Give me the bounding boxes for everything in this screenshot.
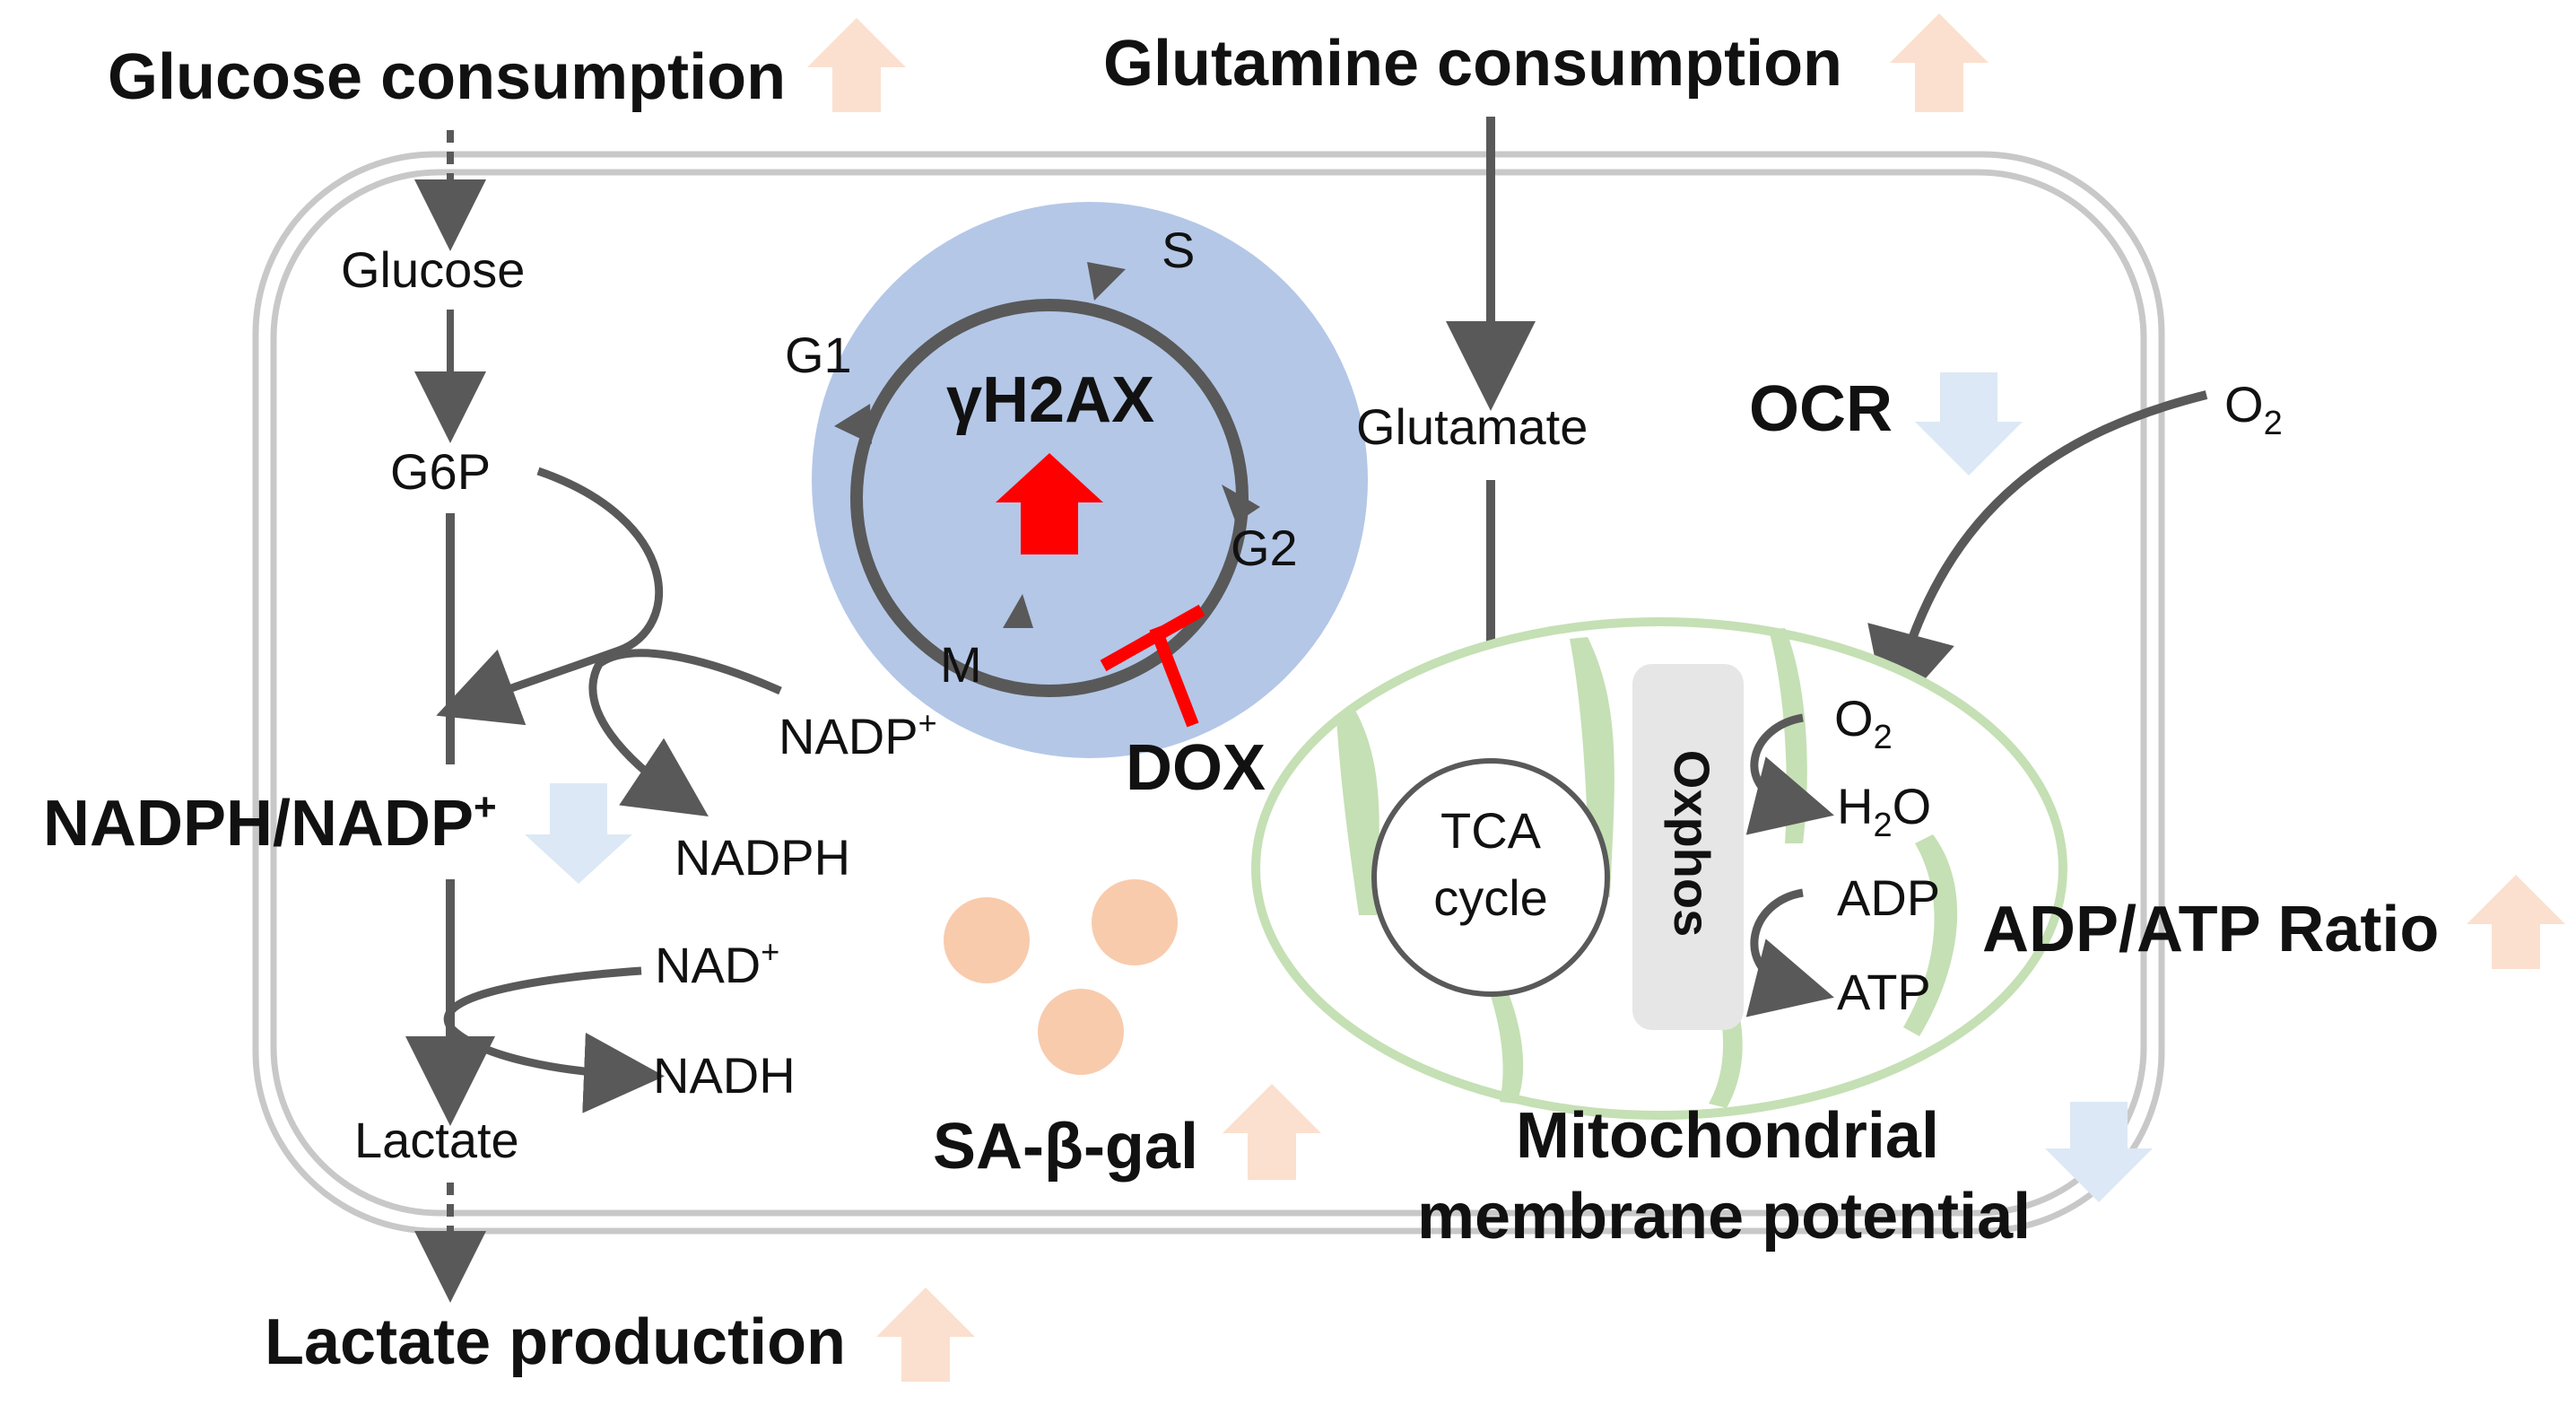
o2-to-h2o-arrow bbox=[1745, 713, 1834, 835]
phase-g1-label: G1 bbox=[785, 327, 852, 383]
glutamine-consumption-label: Glutamine consumption bbox=[1103, 28, 1842, 100]
phase-g2-label: G2 bbox=[1231, 519, 1298, 576]
h2o-label: H2O bbox=[1837, 778, 1931, 844]
lactate-label: Lactate bbox=[354, 1112, 519, 1168]
oxphos-box bbox=[1632, 664, 1744, 1030]
nad-to-nadh-arrow bbox=[443, 966, 665, 1113]
nadp-plus-label: NADP+ bbox=[779, 704, 937, 764]
lactate-production-up-arrow bbox=[876, 1288, 975, 1382]
adp-to-atp-arrow bbox=[1745, 888, 1834, 1017]
ocr-label: OCR bbox=[1749, 373, 1893, 445]
o2-outer-label: O2 bbox=[2224, 376, 2283, 442]
ocr-down-arrow bbox=[1915, 372, 2023, 476]
nadph-label: NADPH bbox=[674, 829, 850, 886]
sa-beta-gal-dots bbox=[944, 879, 1178, 1075]
tca-line1-label: TCA bbox=[1440, 802, 1542, 859]
cell-cycle-arrowheads bbox=[834, 262, 1260, 628]
nadp-to-nadph-arrow bbox=[588, 649, 782, 816]
mito-potential-down-arrow bbox=[2045, 1102, 2153, 1202]
mito-potential-line2-label: membrane potential bbox=[1417, 1181, 2031, 1253]
o2-uptake-arrow bbox=[1867, 390, 2208, 721]
nadph-ratio-down-arrow bbox=[525, 783, 632, 884]
tca-cycle-circle bbox=[1371, 758, 1610, 997]
glucose-consumption-label: Glucose consumption bbox=[108, 41, 786, 113]
glutamine-consumption-up-arrow bbox=[1890, 13, 1989, 112]
sa-beta-gal-label: SA-β-gal bbox=[933, 1111, 1198, 1183]
glutamate-label: Glutamate bbox=[1356, 398, 1588, 455]
gamma-h2ax-up-arrow bbox=[996, 453, 1103, 554]
nadh-label: NADH bbox=[653, 1047, 796, 1104]
sa-beta-gal-up-arrow bbox=[1223, 1084, 1321, 1180]
ppp-branch-arrow bbox=[436, 467, 664, 726]
glucose-label: Glucose bbox=[341, 241, 525, 298]
mitochondrion-cristae bbox=[1336, 628, 1958, 1108]
tca-line2-label: cycle bbox=[1433, 869, 1548, 926]
o2-inner-label: O2 bbox=[1834, 690, 1893, 756]
nad-plus-label: NAD+ bbox=[655, 933, 779, 993]
phase-m-label: M bbox=[940, 636, 982, 693]
cell-membrane bbox=[252, 151, 2165, 1235]
atp-label: ATP bbox=[1837, 964, 1931, 1020]
glucose-consumption-up-arrow bbox=[807, 18, 906, 112]
adp-atp-ratio-label: ADP/ATP Ratio bbox=[1982, 894, 2439, 965]
nadph-ratio-label: NADPH/NADP+ bbox=[43, 785, 497, 860]
oxphos-label: Oxphos bbox=[1664, 750, 1720, 937]
dox-inhibitor-symbol bbox=[1100, 604, 1205, 728]
adp-label: ADP bbox=[1837, 869, 1940, 926]
lactate-production-label: Lactate production bbox=[265, 1306, 846, 1378]
mito-potential-line1-label: Mitochondrial bbox=[1516, 1100, 1939, 1172]
dox-label: DOX bbox=[1126, 732, 1266, 804]
phase-s-label: S bbox=[1162, 222, 1195, 278]
gamma-h2ax-label: γH2AX bbox=[946, 364, 1154, 436]
nucleus bbox=[812, 202, 1368, 758]
adp-atp-ratio-up-arrow bbox=[2467, 875, 2565, 969]
g6p-label: G6P bbox=[390, 443, 491, 500]
